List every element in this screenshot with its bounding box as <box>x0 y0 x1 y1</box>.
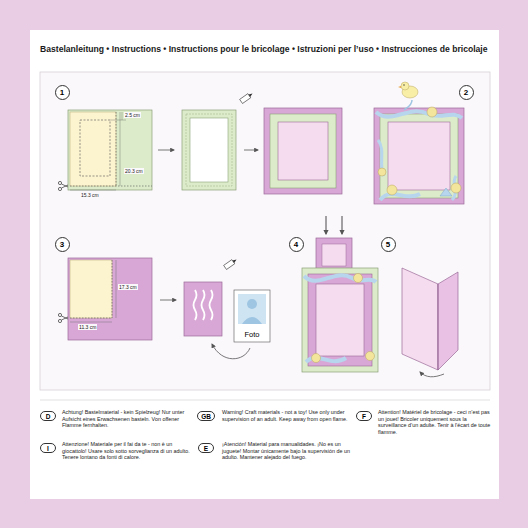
folded-stand <box>402 268 458 377</box>
step-number: 1 <box>55 85 70 100</box>
photo-backing <box>184 282 222 336</box>
frame-cut <box>182 110 236 190</box>
node-text: I <box>47 445 49 452</box>
node-text: F <box>362 413 366 420</box>
node-text: Foto <box>244 330 259 339</box>
dimension: 2.5 cm <box>124 112 141 118</box>
step1-sheet <box>58 110 152 191</box>
photo-card <box>234 290 270 342</box>
node-text: 3 <box>60 240 64 249</box>
node-text: E <box>204 445 208 452</box>
node-text: 2 <box>464 88 468 97</box>
warning-text: ¡Atención! Material para manualidades. ¡… <box>222 441 358 461</box>
language-badge: D <box>40 411 56 421</box>
illustration-area <box>40 72 490 390</box>
decorated-frame <box>374 82 464 204</box>
warning-text: Attenzione! Materiale per il fai da te -… <box>62 441 198 461</box>
warning-text: Achtung! Bastelmaterial - kein Spielzeug… <box>62 409 198 429</box>
dimension: 15.3 cm <box>80 192 100 198</box>
step-number: 3 <box>55 237 70 252</box>
node-text: 1 <box>60 88 64 97</box>
dimension: 20.3 cm <box>124 168 144 174</box>
title: Bastelanleitung • Instructions • Instruc… <box>40 44 492 54</box>
language-badge: F <box>356 411 372 421</box>
glue-tube <box>224 257 238 269</box>
move-arrow <box>212 344 250 359</box>
dimension: 17.3 cm <box>118 284 138 290</box>
glue-tube <box>240 91 254 103</box>
dimension: 11.3 cm <box>78 324 97 330</box>
assembled-frame <box>302 216 378 372</box>
photo-label: Foto <box>242 329 261 340</box>
step3-sheet <box>58 258 152 340</box>
language-badge: GB <box>197 411 215 421</box>
warning-text: Attention! Matériel de bricolage - ceci … <box>378 409 496 435</box>
step-number: 5 <box>381 237 396 252</box>
language-badge: E <box>198 443 214 453</box>
step-number: 2 <box>459 85 474 100</box>
node-text: GB <box>201 413 211 420</box>
warning-text: Warning! Craft materials - not a toy! Us… <box>222 409 358 422</box>
node-text: 4 <box>294 240 298 249</box>
frame-glued <box>264 108 342 194</box>
node-text: 5 <box>386 240 390 249</box>
language-badge: I <box>40 443 56 453</box>
node-text: D <box>46 413 51 420</box>
step-number: 4 <box>289 237 304 252</box>
